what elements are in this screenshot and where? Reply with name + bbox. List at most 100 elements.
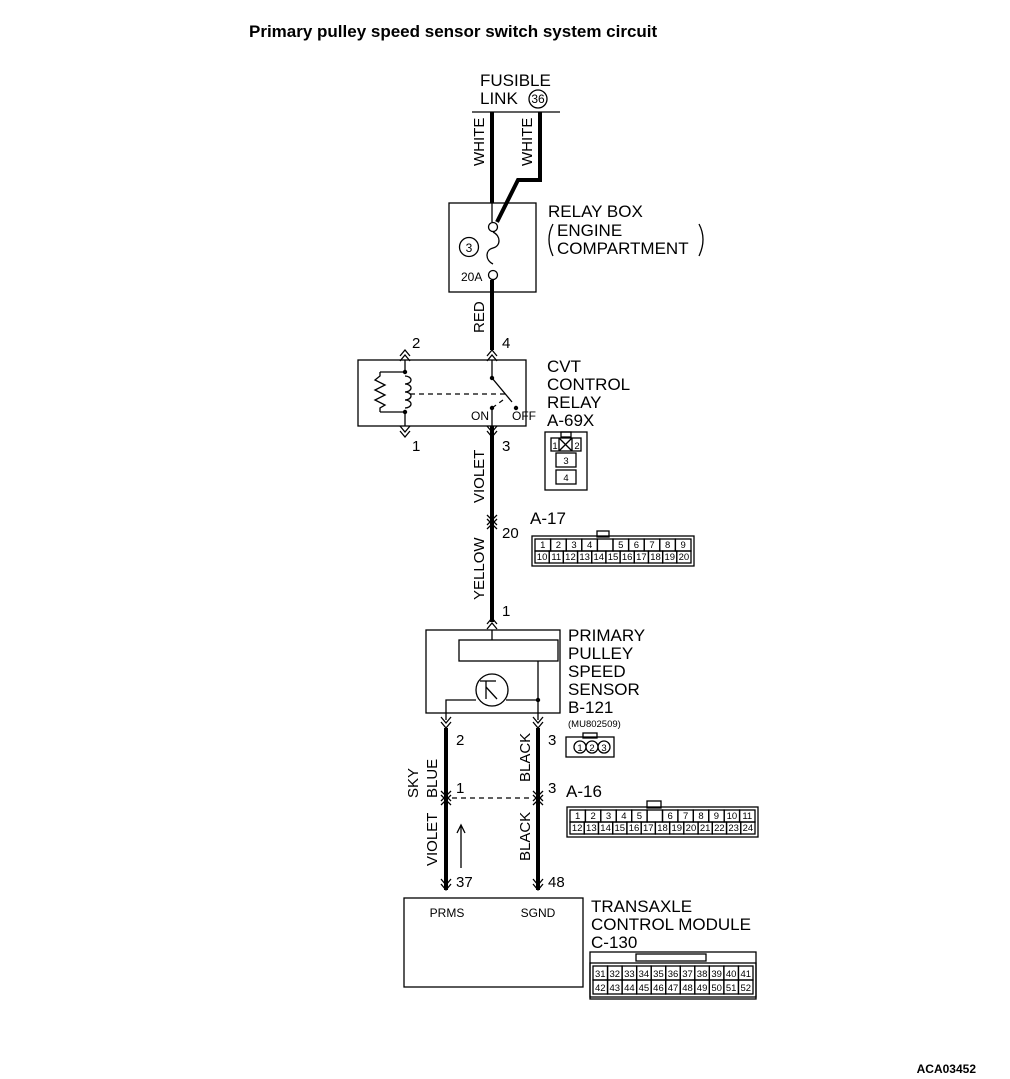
- relay-resistor: [373, 372, 387, 412]
- transaxle-control-module: 37 48 PRMS SGND TRANSAXLE CONTROL MODULE…: [403, 874, 751, 988]
- tcm-label-2: CONTROL MODULE: [591, 915, 751, 934]
- a17-pin-label: 15: [608, 552, 619, 563]
- a16-pin-label: 10: [727, 811, 738, 822]
- a16-latch: [646, 800, 662, 809]
- a16-pin-label: 6: [668, 811, 673, 822]
- wire-label-violet-top: VIOLET: [471, 450, 488, 503]
- c130-pin-label: 31: [595, 969, 606, 980]
- b121-pin-3: 3: [601, 743, 606, 754]
- a16-pin-label: 12: [572, 823, 583, 834]
- c130-cell: [737, 979, 754, 995]
- white-wire-right: [495, 112, 542, 223]
- wire-label-yellow: YELLOW: [471, 537, 488, 600]
- c130-pin-label: 47: [668, 983, 679, 994]
- a16-pin-label: 13: [586, 823, 597, 834]
- switch-on-label: ON: [471, 409, 489, 423]
- a16-pin-label: 9: [714, 811, 719, 822]
- wire-label-white-left: WHITE: [471, 118, 488, 166]
- c130-pin-label: 52: [740, 983, 751, 994]
- a16-pin-label: 20: [686, 823, 697, 834]
- a16-pin-label: 5: [637, 811, 642, 822]
- a17-pin-number: 20: [502, 525, 519, 542]
- sensor-label-3: SPEED: [568, 662, 626, 681]
- a16-pin-label: 1: [575, 811, 580, 822]
- relay-label-3: RELAY: [547, 393, 602, 412]
- relay-box-label-1: RELAY BOX: [548, 202, 643, 221]
- a17-pin-label: 8: [665, 540, 670, 551]
- c130-pin-label: 39: [711, 969, 722, 980]
- switch-off-label: OFF: [512, 409, 536, 423]
- relay-connector-id: A-69X: [547, 411, 594, 430]
- switch-travel: [491, 399, 504, 409]
- a16-cell: [646, 809, 664, 823]
- c130-pin-label: 33: [624, 969, 635, 980]
- a16-pin-label: 18: [657, 823, 668, 834]
- a16-pin-label: 22: [714, 823, 725, 834]
- c130-pin-label: 32: [610, 969, 621, 980]
- cvt-control-relay: 2 4 1 3 ON OFF CVT CONTROL RELAY A-69X: [357, 335, 630, 455]
- relay-box-label-3: COMPARTMENT: [557, 239, 689, 258]
- a16-pin-label: 11: [742, 811, 752, 822]
- relay-coil: [404, 375, 412, 409]
- a16-pin-label: 23: [728, 823, 739, 834]
- a17-pin-label: 14: [594, 552, 605, 563]
- fuse-number: 3: [466, 241, 473, 255]
- c130-pin-label: 36: [668, 969, 679, 980]
- wire-label-sky: SKY: [405, 768, 422, 798]
- tcm-connector-id: C-130: [591, 933, 637, 952]
- fusible-link-number-circle: [528, 89, 548, 109]
- tcm-terminal-sgnd: SGND: [521, 906, 556, 920]
- sensor-pin-2: 2: [456, 732, 464, 749]
- relay-outline: [357, 359, 527, 427]
- relay-pin-2: 2: [412, 335, 420, 352]
- a17-pin-label: 1: [540, 540, 545, 551]
- a16-pin-label: 3: [606, 811, 611, 822]
- c130-latch: [635, 953, 707, 962]
- sensor-element: [458, 639, 559, 662]
- fuse-terminal-top: [487, 221, 499, 233]
- c130-pin-label: 34: [639, 969, 650, 980]
- a17-pin-label: 9: [681, 540, 686, 551]
- fuse-rating: 20A: [461, 270, 482, 284]
- sensor-outline: [425, 629, 561, 714]
- connector-a69x: 1 2 3 4: [544, 431, 588, 491]
- switch-off-contact: [513, 405, 519, 411]
- a16-outline: [566, 806, 759, 838]
- a17-pin-label: 16: [622, 552, 633, 563]
- a16-pin-label: 15: [615, 823, 626, 834]
- a69x-pin-3: 3: [563, 456, 568, 467]
- relay-pin1-chevron: [399, 425, 411, 438]
- a69x-pin-4: 4: [563, 473, 568, 484]
- primary-pulley-speed-sensor: 1 2 3 PRIMARY PULLEY SPEED SENSOR B-121 …: [425, 603, 645, 749]
- tcm-pin-48: 48: [548, 874, 565, 891]
- a69x-pin-1: 1: [552, 441, 557, 452]
- c130-pin-label: 41: [740, 969, 751, 980]
- relay-box: 3 20A RELAY BOX ENGINE COMPARTMENT: [448, 202, 704, 293]
- diagram-title: Primary pulley speed sensor switch syste…: [249, 22, 658, 41]
- a17-pin-label: 2: [556, 540, 561, 551]
- sensor-part-number: (MU802509): [568, 719, 621, 730]
- c130-pin-label: 48: [682, 983, 693, 994]
- a17-outline: [531, 535, 695, 567]
- tcm-terminal-prms: PRMS: [430, 906, 465, 920]
- sensor-lead-left: [445, 699, 476, 720]
- paren-right: [698, 223, 704, 257]
- a69x-cell-3: [555, 452, 577, 468]
- sensor-pin-1: 1: [502, 603, 510, 620]
- coil-node-bottom: [402, 409, 408, 415]
- sensor-connector-id: B-121: [568, 698, 613, 717]
- relay-label-2: CONTROL: [547, 375, 630, 394]
- coil-node-top: [402, 369, 408, 375]
- sensor-label-4: SENSOR: [568, 680, 640, 699]
- fuse-terminal-bottom: [487, 269, 499, 281]
- paren-left: [548, 223, 554, 257]
- a16-pin-label: 21: [700, 823, 711, 834]
- connector-b121: 1 2 3: [565, 732, 615, 758]
- fusible-link-label-1: FUSIBLE: [480, 71, 551, 90]
- a17-pin-label: 5: [618, 540, 623, 551]
- wire-label-black-upper: BLACK: [517, 733, 534, 782]
- a16-pin-label: 19: [671, 823, 682, 834]
- a16-pin-label: 16: [629, 823, 640, 834]
